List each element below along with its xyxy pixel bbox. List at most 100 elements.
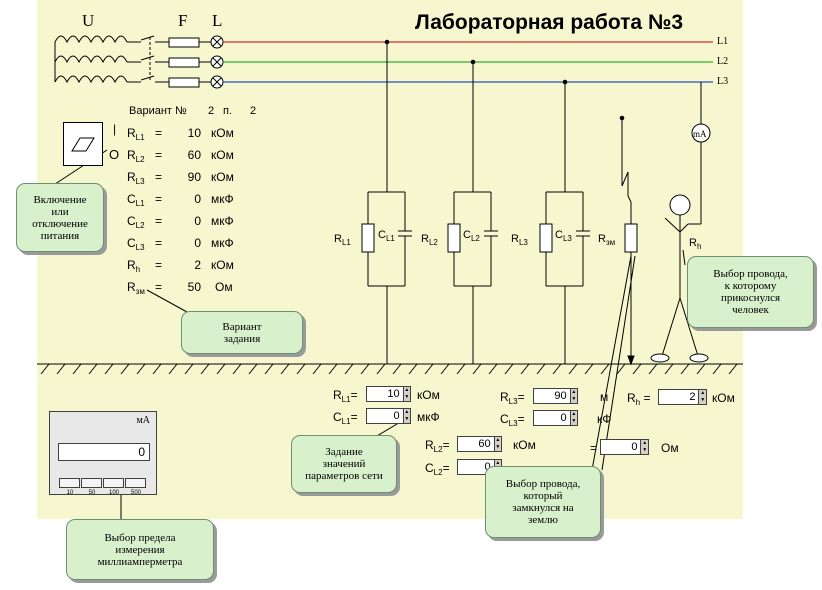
param-rl1-unit: кОм bbox=[211, 126, 234, 140]
input-cl1-label: CL1= bbox=[333, 410, 358, 426]
callout-params: Задание значений параметров сети bbox=[291, 435, 397, 493]
range-label-10: 10 bbox=[66, 490, 74, 496]
rl2-spinner[interactable]: ▲▼ bbox=[457, 436, 502, 452]
range-button-100[interactable] bbox=[103, 478, 124, 488]
param-cl3-eq: = bbox=[155, 236, 163, 250]
callout-person-wire: Выбор провода, к которому прикоснулся че… bbox=[687, 256, 814, 328]
range-labels: 10 50 100 500 bbox=[59, 490, 147, 496]
rl3-down-button[interactable]: ▼ bbox=[571, 396, 577, 402]
input-rzm-unit: Ом bbox=[661, 441, 679, 455]
rzm-input[interactable] bbox=[600, 439, 642, 455]
param-rl1-eq: = bbox=[155, 126, 163, 140]
param-cl2-value: 0 bbox=[194, 214, 201, 228]
rh-down-button[interactable]: ▼ bbox=[700, 397, 706, 403]
param-cl2-eq: = bbox=[155, 214, 163, 228]
cl3-down-button[interactable]: ▼ bbox=[571, 418, 577, 424]
cl1-spinner[interactable]: ▲▼ bbox=[366, 408, 411, 424]
line-l2-label: L2 bbox=[717, 56, 729, 67]
range-label-100: 100 bbox=[108, 490, 119, 496]
input-cl3-unit: кФ bbox=[597, 412, 612, 426]
rl1-up-button[interactable]: ▲ bbox=[404, 387, 410, 393]
param-cl3-unit: мкФ bbox=[211, 236, 234, 250]
param-rzm-eq: = bbox=[155, 280, 163, 294]
range-label-500: 500 bbox=[130, 490, 141, 496]
param-cl1-value: 0 bbox=[194, 192, 201, 206]
param-cl1: CL1 bbox=[127, 192, 145, 208]
rl1-input[interactable] bbox=[366, 386, 404, 402]
switch-indicator-circle: O bbox=[109, 147, 120, 162]
milliammeter-symbol-label: mA bbox=[693, 129, 707, 139]
range-button-50[interactable] bbox=[81, 478, 102, 488]
rl3-up-button[interactable]: ▲ bbox=[571, 389, 577, 395]
param-rl1: RL1 bbox=[127, 126, 145, 142]
variant-label: Вариант № bbox=[129, 105, 187, 117]
circuit-label-cl2: CL2 bbox=[463, 229, 480, 243]
rl1-down-button[interactable]: ▼ bbox=[404, 394, 410, 400]
rl1-spinner[interactable]: ▲▼ bbox=[366, 386, 411, 402]
cl3-up-button[interactable]: ▲ bbox=[571, 411, 577, 417]
param-rh: Rh bbox=[127, 258, 141, 274]
input-cl1-unit: мкФ bbox=[417, 410, 440, 424]
param-rl2: RL2 bbox=[127, 148, 145, 164]
page-title: Лабораторная работа №3 bbox=[415, 11, 684, 34]
range-label-50: 50 bbox=[88, 490, 96, 496]
range-buttons bbox=[59, 478, 147, 488]
param-rl3: RL3 bbox=[127, 170, 145, 186]
param-cl2-unit: мкФ bbox=[211, 214, 234, 228]
switch-icon bbox=[71, 137, 95, 152]
callout-power: Включение или отключение питания bbox=[16, 183, 104, 252]
rzm-spinner[interactable]: ▲▼ bbox=[600, 439, 649, 455]
param-rh-eq: = bbox=[155, 258, 163, 272]
fuse-label: F bbox=[178, 11, 188, 30]
range-button-500[interactable] bbox=[125, 478, 146, 488]
rl2-down-button[interactable]: ▼ bbox=[495, 444, 501, 450]
param-rl3-eq: = bbox=[155, 170, 163, 184]
lamp-label: L bbox=[212, 11, 223, 30]
cl3-spinner[interactable]: ▲▼ bbox=[533, 410, 578, 426]
callout-range: Выбор предела измерения миллиамперметра bbox=[66, 519, 214, 580]
person-branch bbox=[650, 82, 711, 363]
rh-spinner[interactable]: ▲▼ bbox=[658, 389, 707, 405]
switch-indicator-line: | bbox=[113, 122, 117, 136]
branch-l3 bbox=[539, 79, 590, 364]
cl2-up-button[interactable]: ▲ bbox=[495, 460, 501, 466]
input-rl2-unit: кОм bbox=[513, 438, 536, 452]
callout-ground-wire: Выбор провода, который замкнулся на земл… bbox=[485, 466, 601, 538]
line-l1-label: L1 bbox=[717, 36, 729, 47]
rzm-down-button[interactable]: ▼ bbox=[642, 447, 648, 453]
input-cl3-label: CL3= bbox=[500, 412, 525, 428]
param-cl2: CL2 bbox=[127, 214, 145, 230]
circuit-label-cl3: CL3 bbox=[555, 229, 572, 243]
circuit-label-rl1: RL1 bbox=[334, 233, 351, 247]
rh-input[interactable] bbox=[658, 389, 700, 405]
cl3-input[interactable] bbox=[533, 410, 571, 426]
input-rl3-label: RL3= bbox=[500, 390, 525, 406]
param-rl3-value: 90 bbox=[187, 170, 201, 184]
rl3-spinner[interactable]: ▲▼ bbox=[533, 388, 578, 404]
input-rl2-label: RL2= bbox=[425, 438, 450, 454]
line-l3-label: L3 bbox=[717, 76, 729, 87]
cl1-down-button[interactable]: ▼ bbox=[404, 416, 410, 422]
rl2-input[interactable] bbox=[457, 436, 495, 452]
input-rh-unit: кОм bbox=[712, 391, 735, 405]
circuit-label-rl3: RL3 bbox=[511, 233, 528, 247]
power-switch-button[interactable] bbox=[63, 122, 103, 166]
range-button-10[interactable] bbox=[59, 478, 80, 488]
circuit-label-rh: Rh bbox=[689, 237, 702, 251]
variant-number: 2 bbox=[208, 105, 215, 117]
rl2-up-button[interactable]: ▲ bbox=[495, 437, 501, 443]
rh-up-button[interactable]: ▲ bbox=[700, 390, 706, 396]
param-cl1-unit: мкФ bbox=[211, 192, 234, 206]
ground-line bbox=[37, 363, 743, 375]
cl1-input[interactable] bbox=[366, 408, 404, 424]
param-rzm-value: 50 bbox=[187, 280, 201, 294]
param-rzm-unit: Ом bbox=[215, 280, 233, 294]
cl1-up-button[interactable]: ▲ bbox=[404, 409, 410, 415]
rl3-input[interactable] bbox=[533, 388, 571, 404]
input-rh-label: Rh = bbox=[627, 391, 651, 407]
rzm-up-button[interactable]: ▲ bbox=[642, 440, 648, 446]
variant-point-label: п. bbox=[223, 105, 233, 117]
main-switch bbox=[140, 35, 169, 83]
callout-variant: Вариант задания bbox=[181, 311, 303, 354]
lamps bbox=[210, 35, 224, 89]
